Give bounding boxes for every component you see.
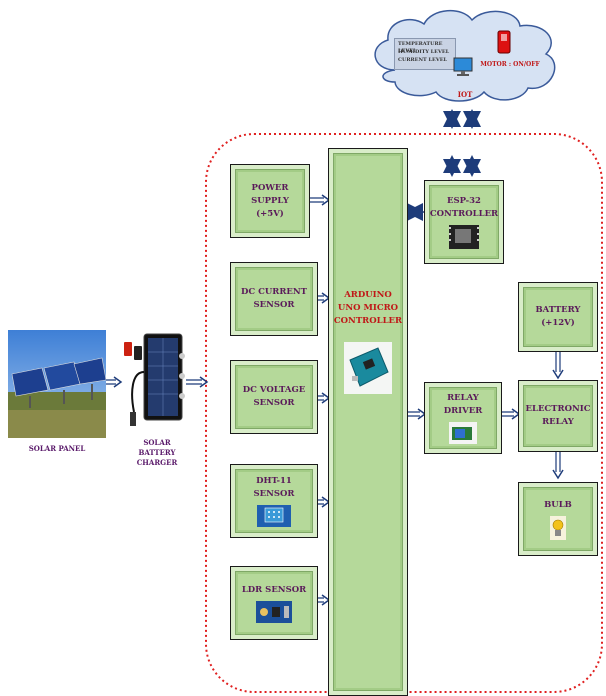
relay-driver-block: RELAY DRIVER [424, 382, 502, 454]
motor-label: MOTOR : ON/OFF [480, 61, 540, 68]
solar-battery-charger-caption: SOLAR BATTERY CHARGER [136, 438, 178, 467]
electronic-relay-label: ELECTRONIC RELAY [525, 404, 591, 427]
dc-voltage-sensor-label: DC VOLTAGE SENSOR [242, 385, 306, 408]
system-boundary [205, 133, 603, 693]
monitor-icon [453, 57, 473, 76]
dht11-module-icon [257, 505, 291, 527]
arduino-uno-label: ARDUINO UNO MICRO CONTROLLER [333, 290, 403, 326]
solar-panel-photo [8, 330, 106, 438]
ldr-sensor-label: LDR SENSOR [241, 584, 307, 595]
esp32-controller-label: ESP-32 CONTROLLER [429, 196, 499, 219]
dc-current-sensor-block: DC CURRENT SENSOR [230, 262, 318, 336]
iot-label: IOT [457, 90, 473, 99]
battery-label: BATTERY (+12V) [535, 305, 581, 328]
screen-line-temperature: TEMPERATURE LEVEL [398, 41, 443, 54]
screen-line-current: CURRENT LEVEL [398, 57, 448, 63]
switch-icon [497, 30, 511, 54]
electronic-relay-block: ELECTRONIC RELAY [518, 380, 598, 452]
solar-panel-caption: SOLAR PANEL [28, 444, 86, 453]
bulb-icon [550, 515, 566, 540]
solar-charger-photo [124, 333, 185, 426]
esp32-board-icon [449, 225, 479, 249]
dht11-sensor-block: DHT-11 SENSOR [230, 464, 318, 538]
bulb-block: BULB [518, 482, 598, 556]
relay-driver-label: RELAY DRIVER [443, 393, 483, 416]
dc-voltage-sensor-block: DC VOLTAGE SENSOR [230, 360, 318, 434]
arduino-uno-block: ARDUINO UNO MICRO CONTROLLER [328, 148, 408, 696]
ldr-sensor-block: LDR SENSOR [230, 566, 318, 640]
dc-current-sensor-label: DC CURRENT SENSOR [241, 287, 307, 310]
power-supply-label: POWER SUPPLY (+5V) [251, 182, 289, 219]
bulb-label: BULB [544, 499, 572, 510]
relay-module-icon [449, 422, 477, 444]
ldr-module-icon [256, 600, 292, 623]
screen-line-humidity: HUMIDITY LEVEL [398, 49, 450, 55]
arduino-board-icon [344, 342, 392, 394]
power-supply-block: POWER SUPPLY (+5V) [230, 164, 310, 238]
dht11-sensor-label: DHT-11 SENSOR [253, 476, 295, 499]
iot-screen: TEMPERATURE LEVEL HUMIDITY LEVEL CURRENT… [394, 38, 456, 70]
battery-block: BATTERY (+12V) [518, 282, 598, 352]
esp32-controller-block: ESP-32 CONTROLLER [424, 180, 504, 264]
